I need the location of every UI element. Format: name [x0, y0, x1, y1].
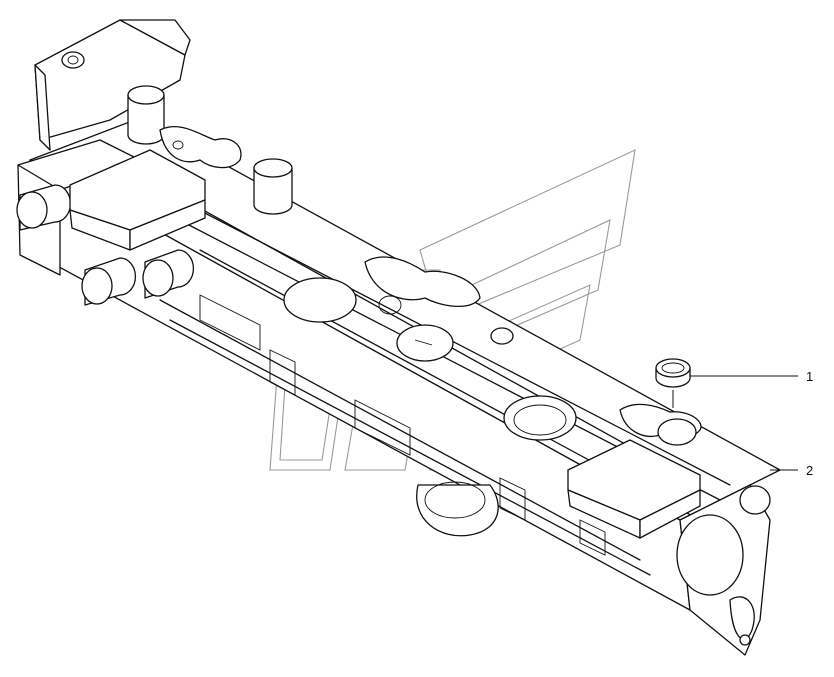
port-center-dimple — [396, 324, 454, 362]
lug-left — [159, 125, 242, 169]
right-end-face — [676, 484, 771, 656]
cover-pad-right — [567, 439, 701, 539]
port-large-1 — [283, 277, 357, 323]
port-small — [490, 327, 514, 345]
side-boss-3 — [142, 249, 195, 299]
post-center — [253, 158, 293, 215]
bottom-flange — [416, 481, 499, 537]
callout-1: 1 — [690, 369, 813, 384]
side-boss-2 — [81, 257, 137, 306]
cover-pad-left — [69, 149, 206, 251]
callout-2: 2 — [770, 463, 813, 478]
lug-center — [364, 256, 481, 315]
side-slots — [199, 294, 606, 556]
sealing-ring-part-1 — [655, 358, 691, 408]
callout-2-label: 2 — [806, 463, 813, 478]
port-large-2 — [503, 395, 577, 441]
lug-right — [619, 403, 702, 446]
side-boss-1 — [16, 184, 72, 231]
post-left — [127, 85, 165, 145]
callout-1-label: 1 — [806, 369, 813, 384]
